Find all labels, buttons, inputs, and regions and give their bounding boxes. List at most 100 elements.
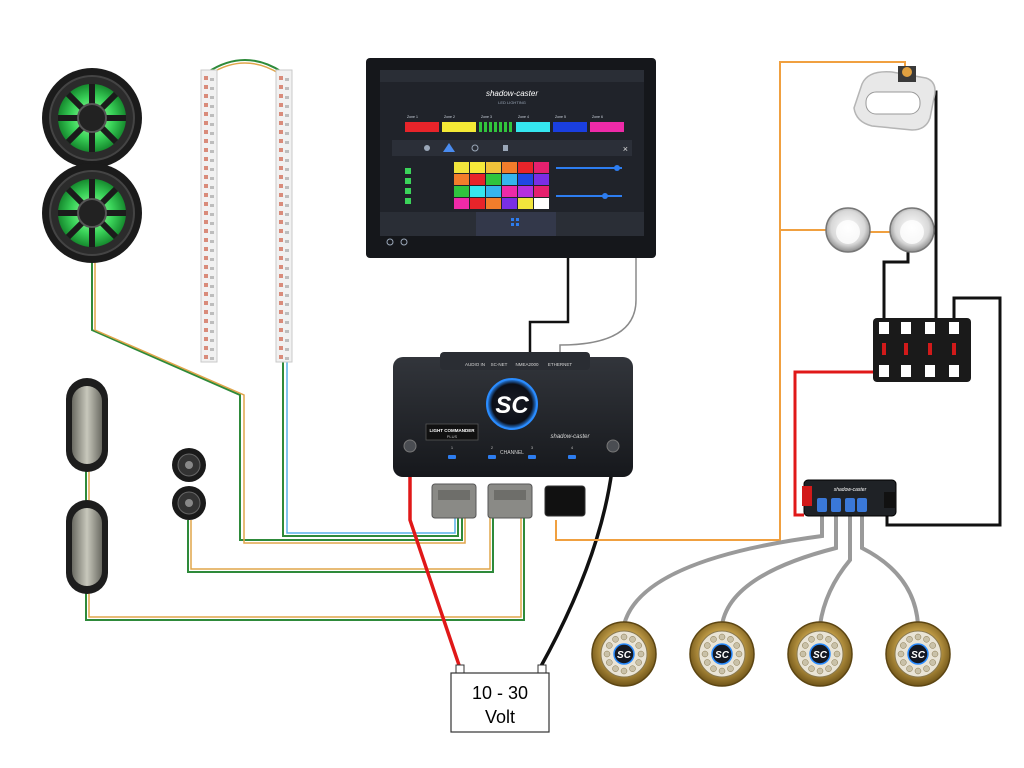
palette-swatch — [518, 162, 533, 173]
led-chip — [204, 148, 208, 152]
led-chip — [279, 121, 283, 125]
palette-swatch — [518, 198, 533, 209]
led-chip — [204, 211, 208, 215]
display-power-icon — [386, 238, 394, 246]
led-resistor — [285, 348, 289, 351]
led-chip — [204, 310, 208, 314]
palette-swatch — [470, 174, 485, 185]
led-chip — [279, 247, 283, 251]
switch-indicator — [952, 343, 956, 355]
channel-led — [488, 455, 496, 459]
grid-icon — [511, 218, 519, 226]
led-chip — [279, 301, 283, 305]
led-resistor — [210, 258, 214, 261]
palette-swatch — [502, 186, 517, 197]
led-resistor — [210, 123, 214, 126]
switch-terminal — [949, 365, 959, 377]
grey-cable-3 — [818, 516, 852, 626]
black-ground-wire — [538, 445, 614, 669]
led-resistor — [285, 123, 289, 126]
hub-port — [817, 498, 827, 512]
zone-tab-label: Zone 5 — [555, 115, 566, 119]
led-chip — [279, 238, 283, 242]
palette-swatch — [454, 174, 469, 185]
led-chip — [279, 256, 283, 260]
led-chip — [204, 157, 208, 161]
led-resistor — [210, 150, 214, 153]
display-data-cable — [528, 256, 570, 357]
zone-tab-label: Zone 6 — [592, 115, 603, 119]
controller-model: LIGHT COMMANDER — [430, 428, 476, 433]
led-chip — [279, 337, 283, 341]
led-chip — [279, 283, 283, 287]
led-chip — [279, 319, 283, 323]
led-resistor — [210, 249, 214, 252]
led-resistor — [210, 330, 214, 333]
underwater-light-logo: SC — [911, 650, 926, 661]
connector-1 — [431, 483, 477, 519]
left-gland — [403, 439, 417, 453]
led-chip — [279, 166, 283, 170]
led-chip — [279, 112, 283, 116]
led-chip — [204, 346, 208, 350]
led-chip — [204, 229, 208, 233]
led-resistor — [210, 114, 214, 117]
led-resistor — [285, 213, 289, 216]
led-resistor — [285, 132, 289, 135]
hub-port — [857, 498, 867, 512]
palette-swatch — [534, 174, 549, 185]
led-chip — [204, 328, 208, 332]
hub-brand: shadow-caster — [834, 487, 867, 493]
underwater-light-logo: SC — [813, 650, 828, 661]
display-sliders — [556, 165, 622, 199]
led-resistor — [285, 168, 289, 171]
led-resistor — [210, 303, 214, 306]
palette-swatch — [534, 198, 549, 209]
red-power-wire — [408, 445, 462, 669]
pod-wire — [85, 500, 525, 621]
led-chip — [279, 157, 283, 161]
led-chip — [204, 247, 208, 251]
zone-tab-label: Zone 4 — [518, 115, 529, 119]
led-resistor — [210, 267, 214, 270]
led-resistor — [210, 312, 214, 315]
right-gland — [606, 439, 620, 453]
palette-swatch — [502, 198, 517, 209]
led-chip — [204, 112, 208, 116]
led-chip — [279, 184, 283, 188]
controller-model-sub: PLUS — [447, 434, 458, 439]
speaker-bottom — [42, 163, 142, 263]
led-resistor — [285, 186, 289, 189]
led-chip — [279, 328, 283, 332]
led-resistor — [210, 294, 214, 297]
switch-terminal — [949, 322, 959, 334]
led-resistor — [210, 231, 214, 234]
led-chip — [204, 256, 208, 260]
led-strip-left — [200, 69, 218, 363]
palette-swatch — [534, 186, 549, 197]
led-chip — [204, 220, 208, 224]
spreader-light-right — [889, 207, 935, 253]
led-resistor — [210, 177, 214, 180]
led-resistor — [285, 330, 289, 333]
switch-indicator — [882, 343, 886, 355]
zone-swatch — [405, 122, 439, 132]
knob-wire — [187, 500, 494, 573]
zone-swatch — [516, 122, 550, 132]
led-chip — [279, 85, 283, 89]
channel-led — [568, 455, 576, 459]
knob-top — [172, 448, 206, 482]
black-switch-wire-2 — [882, 250, 910, 318]
led-resistor — [285, 321, 289, 324]
led-chip — [204, 202, 208, 206]
led-chip — [204, 292, 208, 296]
led-chip — [204, 76, 208, 80]
sc-net-hub: shadow-caster — [802, 479, 897, 517]
led-resistor — [285, 267, 289, 270]
led-resistor — [210, 96, 214, 99]
led-resistor — [210, 78, 214, 81]
led-resistor — [210, 186, 214, 189]
